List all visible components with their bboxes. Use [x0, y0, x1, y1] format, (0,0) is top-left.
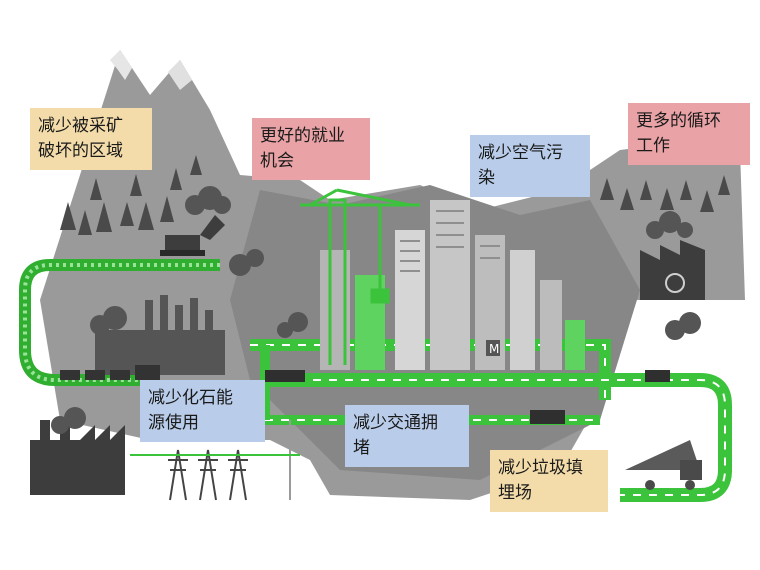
train-icon	[60, 365, 160, 380]
label-line: 更好的就业	[260, 126, 345, 146]
rail-track-left	[19, 259, 220, 386]
label-air-pollution: 减少空气污 染	[470, 135, 590, 197]
label-line: 减少交通拥	[353, 413, 438, 433]
smoke-clouds	[51, 186, 701, 434]
power-pylons	[130, 449, 300, 501]
label-landfill: 减少垃圾填 埋场	[490, 450, 608, 512]
label-line: 染	[478, 168, 495, 188]
label-line: 减少化石能	[148, 388, 233, 408]
label-line: 工作	[636, 136, 670, 156]
vehicles	[265, 370, 670, 424]
excavator-icon	[160, 215, 225, 256]
forest	[60, 155, 730, 235]
label-line: 减少垃圾填	[498, 458, 583, 478]
label-traffic-congestion: 减少交通拥 堵	[345, 405, 469, 467]
factory-icon	[30, 420, 125, 495]
label-line: 更多的循环	[636, 111, 721, 131]
label-line: 减少空气污	[478, 143, 563, 163]
construction-crane	[300, 188, 420, 365]
dump-truck-icon	[625, 440, 702, 490]
city-skyline: M	[320, 200, 585, 370]
label-line: 源使用	[148, 413, 199, 433]
label-line: 埋场	[498, 483, 532, 503]
label-mining-area: 减少被采矿 破坏的区域	[30, 108, 152, 170]
label-line: 堵	[353, 438, 370, 458]
label-line: 减少被采矿	[38, 116, 123, 136]
metro-icon: M	[489, 342, 499, 356]
label-recycling-jobs: 更多的循环 工作	[628, 103, 750, 165]
metro-sign	[486, 340, 500, 356]
label-better-jobs: 更好的就业 机会	[252, 118, 370, 180]
label-fossil-fuel: 减少化石能 源使用	[140, 380, 265, 442]
label-line: 机会	[260, 151, 294, 171]
label-line: 破坏的区域	[38, 141, 123, 161]
recycle-icon	[665, 273, 685, 293]
recycling-factory-icon	[640, 240, 705, 300]
